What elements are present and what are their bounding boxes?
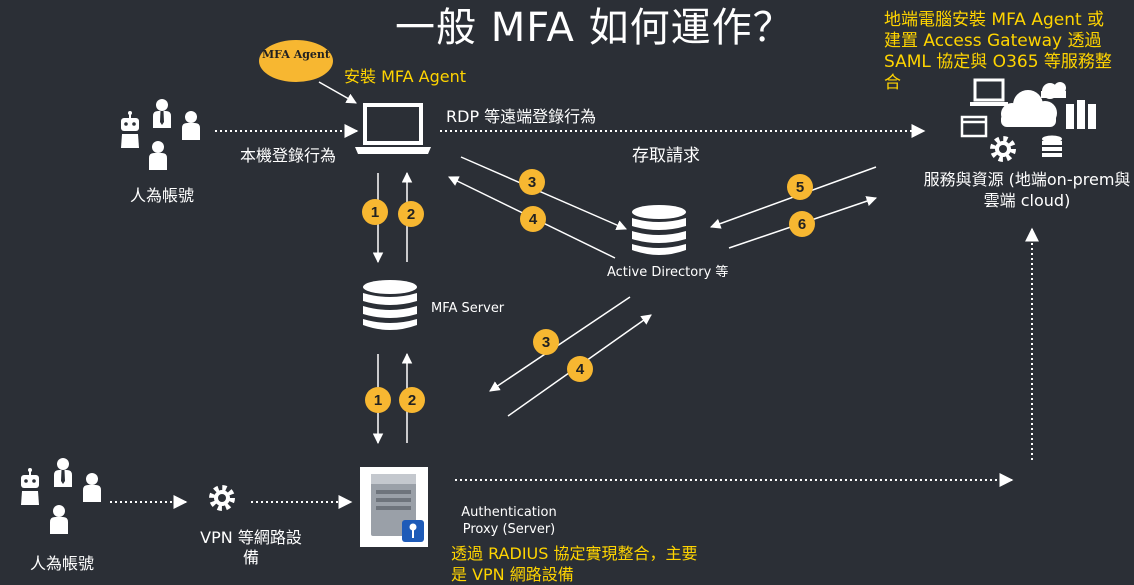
step-number: 1 (371, 204, 379, 221)
step-number: 2 (408, 392, 416, 409)
step-badge (398, 201, 424, 227)
auth-proxy-label: Authentication Proxy (Server) (461, 505, 557, 537)
install-agent-label: 安裝 MFA Agent (344, 67, 467, 86)
gear-icon (212, 488, 232, 508)
step-badge (520, 206, 546, 232)
step-badge (399, 387, 425, 413)
step-badge (362, 199, 388, 225)
step-badge (519, 169, 545, 195)
note-radius: 透過 RADIUS 協定實現整合，主要是 VPN 網路設備 (451, 544, 698, 584)
step-number: 3 (528, 174, 536, 191)
mfa-server-label: MFA Server (431, 301, 505, 316)
step-badge (567, 356, 593, 382)
step-badge (533, 329, 559, 355)
mfa-agent-badge (259, 40, 333, 82)
flow-arrow (318, 81, 357, 104)
mfa-agent-pill-label: MFA Agent (262, 48, 331, 61)
human-account-label: 人為帳號 (30, 554, 95, 573)
access-request-label: 存取請求 (632, 146, 700, 166)
step-number: 5 (796, 179, 804, 196)
flow-arrow (489, 296, 631, 392)
step-number: 3 (542, 334, 550, 351)
note-agent-gateway: 地端電腦安裝 MFA Agent 或建置 Access Gateway 透過 S… (884, 10, 1112, 93)
page-title: 一般 MFA 如何運作？ (395, 5, 794, 51)
step-number: 6 (798, 216, 806, 233)
people-group-icon (120, 99, 200, 170)
laptop-icon (355, 103, 431, 154)
step-badge (789, 211, 815, 237)
step-badge (787, 174, 813, 200)
services-label: 服務與資源 (地端on-prem與雲端 cloud) (923, 170, 1131, 210)
rdp-remote-label: RDP 等遠端登錄行為 (446, 107, 597, 126)
step-number: 2 (407, 206, 415, 223)
database-icon (632, 205, 686, 255)
cloud-services-icon (960, 78, 1096, 159)
human-account-label: 人為帳號 (130, 186, 195, 205)
step-number: 4 (576, 361, 585, 378)
database-icon (363, 280, 417, 330)
local-login-label: 本機登錄行為 (240, 146, 337, 165)
server-key-icon (360, 467, 428, 547)
active-directory-label: Active Directory 等 (607, 265, 729, 280)
vpn-devices-label: VPN 等網路設備 (200, 528, 302, 567)
step-number: 1 (374, 392, 382, 409)
people-group-icon (20, 458, 101, 534)
flow-arrow (460, 156, 627, 231)
step-number: 4 (529, 211, 538, 228)
step-badge (365, 387, 391, 413)
